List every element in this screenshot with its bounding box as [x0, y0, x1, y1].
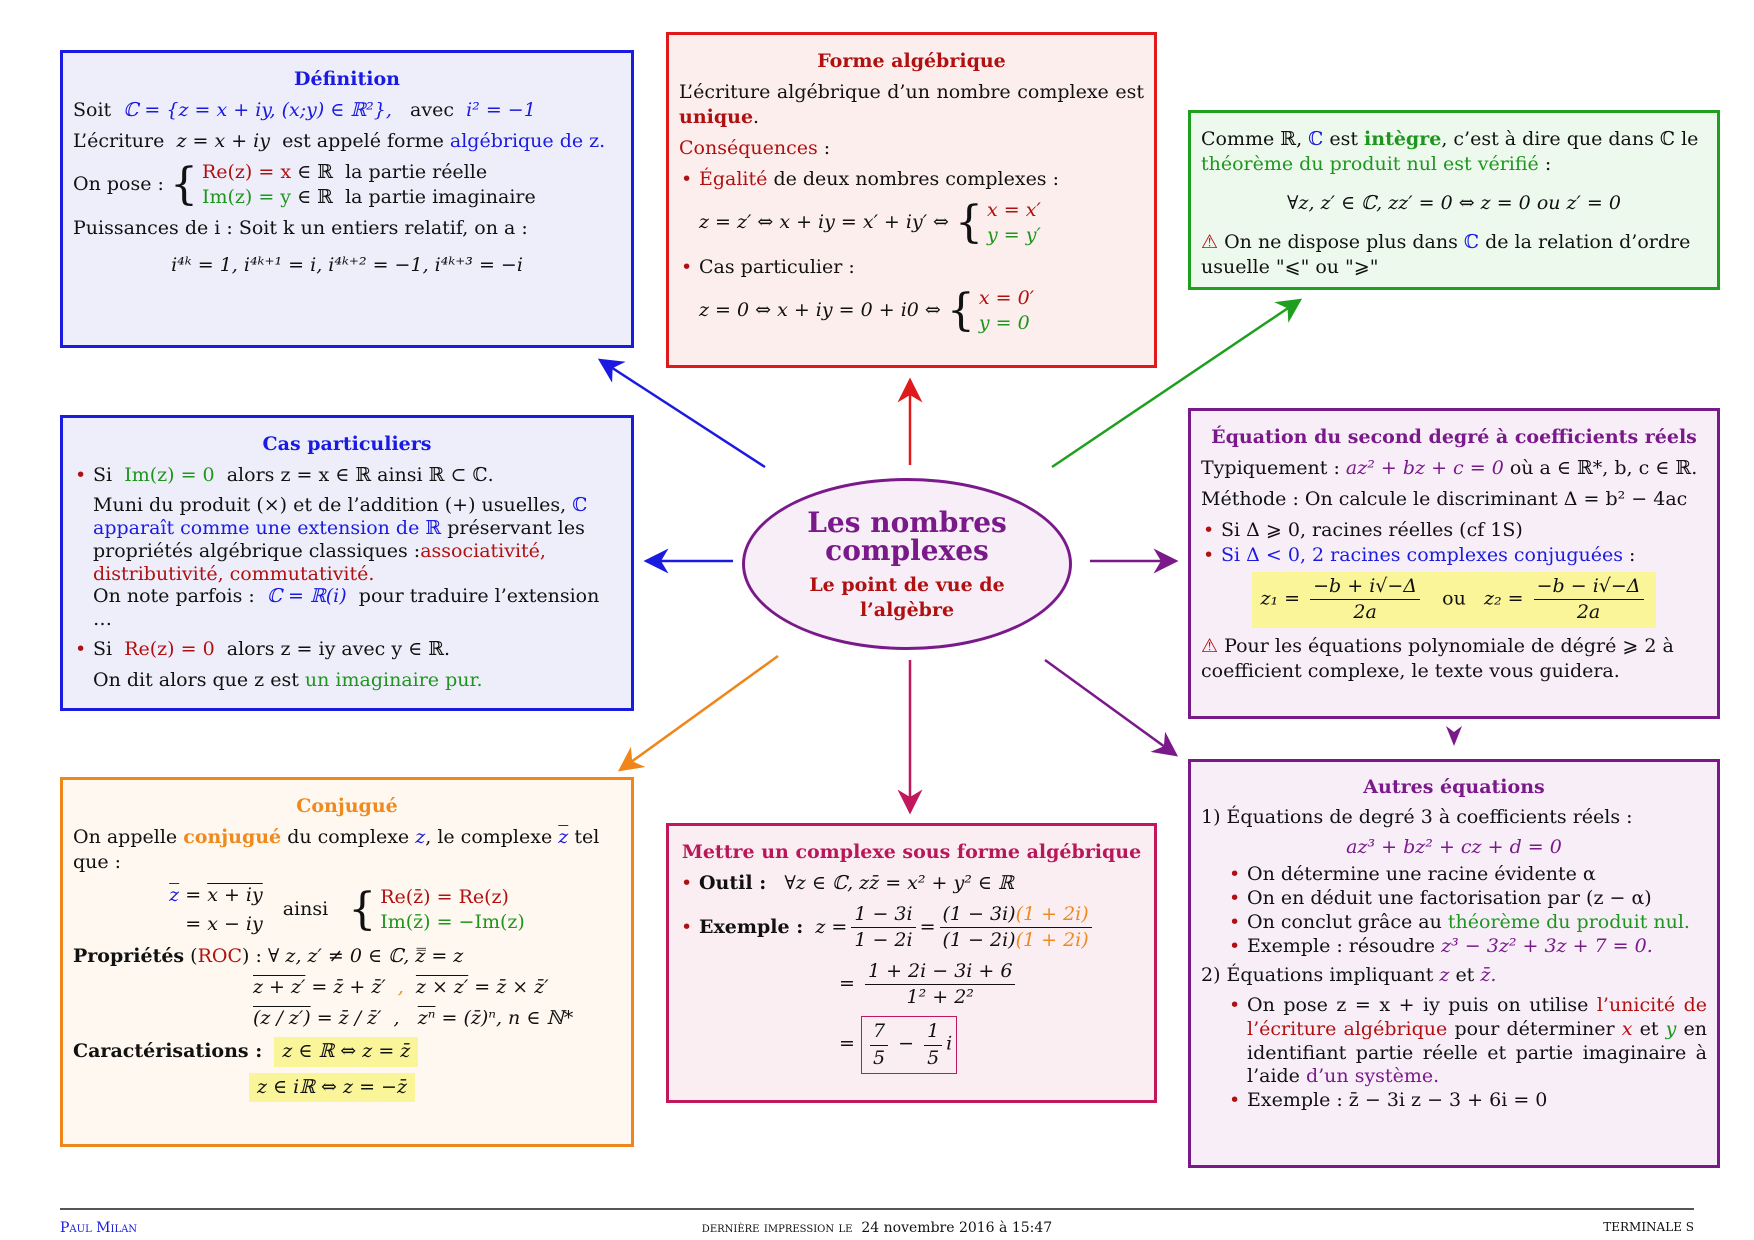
definition-box: Définition Soit ℂ = {z = x + iy, (x;y) ∈…: [60, 50, 634, 348]
mettre-forme-box: Mettre un complexe sous forme algébrique…: [666, 823, 1157, 1103]
cas-particuliers-box: Cas particuliers Si Im(z) = 0 alors z = …: [60, 415, 634, 711]
definition-powers-intro: Puissances de i : Soit k un entiers rela…: [73, 217, 528, 240]
forme-algebrique-box: Forme algébrique L’écriture algébrique d…: [666, 32, 1157, 368]
arrow-to-definition: [597, 358, 766, 469]
arrow-to-conjugue: [617, 654, 779, 772]
conjugue-box: Conjugué On appelle conjugué du complexe…: [60, 777, 634, 1147]
second-degre-box: Équation du second degré à coefficients …: [1188, 408, 1720, 719]
warning-icon: ⚠: [1201, 634, 1219, 657]
autres-equations-box: Autres équations 1) Équations de degré 3…: [1188, 759, 1720, 1168]
arrow-to-autres: [1044, 658, 1179, 757]
footer-divider: [60, 1208, 1694, 1210]
footer-author: Paul Milan: [60, 1220, 138, 1236]
definition-re-im: On pose : { Re(z) = x ∈ ℝ la partie réel…: [73, 159, 536, 211]
left-brace-icon: {: [946, 284, 975, 336]
footer-print: dernière impression le 24 novembre 2016 …: [701, 1220, 1053, 1236]
integre-formula: ∀z, z′ ∈ ℂ, zz′ = 0 ⇔ z = 0 ou z′ = 0: [1287, 192, 1621, 215]
definition-powers: i⁴ᵏ = 1, i⁴ᵏ⁺¹ = i, i⁴ᵏ⁺² = −1, i⁴ᵏ⁺³ = …: [171, 254, 523, 277]
left-brace-icon: {: [955, 197, 984, 249]
definition-algebraic-line: L’écriture z = x + iy est appelé forme a…: [73, 130, 606, 153]
left-brace-icon: {: [169, 159, 198, 211]
warning-icon: ⚠: [1201, 231, 1219, 254]
forme-title: Forme algébrique: [817, 50, 1006, 72]
definition-title: Définition: [294, 68, 400, 90]
arrow-to-integre: [1051, 298, 1303, 469]
arrowhead-second-to-autres: [1446, 726, 1462, 746]
egalite-item: Égalité de deux nombres complexes :: [679, 167, 1144, 192]
integre-box: Comme ℝ, ℂ est intègre, c’est à dire que…: [1188, 110, 1720, 290]
definition-set-line: Soit ℂ = {z = x + iy, (x;y) ∈ ℝ²}, avec …: [73, 99, 536, 122]
left-brace-icon: {: [348, 883, 377, 935]
footer-level: terminale s: [1603, 1220, 1694, 1234]
cas-particulier-item: Cas particulier :: [679, 255, 1144, 280]
